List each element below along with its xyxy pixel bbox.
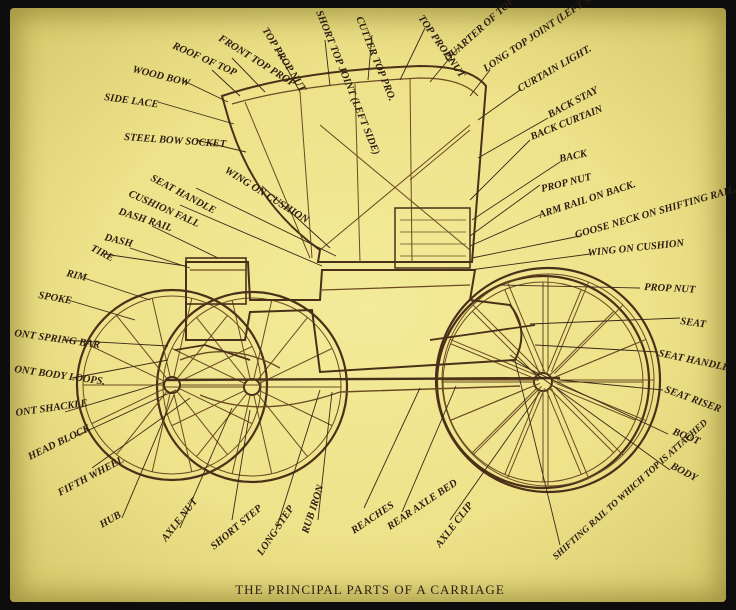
wheel-spoke [171, 347, 245, 384]
label-axle-nut: AXLE NUT [159, 496, 200, 545]
wheel-spoke [91, 345, 165, 382]
label-curtain-light: CURTAIN LIGHT. [516, 44, 593, 95]
label-shifting-rail: SHIFTING RAIL TO WHICH TOP IS ATTACHED [551, 418, 710, 562]
wheel-spoke [171, 390, 245, 427]
label-cutter-top-pro: CUTTER TOP PRO. [353, 15, 397, 103]
wheel-spoke [504, 390, 541, 475]
label-spoke: SPOKE [37, 290, 72, 307]
wheel-spoke [179, 388, 253, 425]
carriage-top [220, 64, 488, 269]
wheel-spoke [179, 345, 253, 382]
wheel-spoke [471, 388, 537, 454]
wheel-spoke [471, 310, 537, 376]
label-short-top-joint: SHORT TOP JOINT (LEFT SIDE) [313, 9, 381, 156]
wheel-spoke [506, 388, 546, 479]
front-large-wheel [75, 288, 269, 482]
label-seat-riser: SEAT RISER [663, 384, 722, 415]
wheel-spoke [556, 382, 647, 422]
label-tire: TIRE [89, 243, 116, 264]
label-steel-bow-socket: STEEL BOW SOCKET [124, 132, 227, 150]
label-side-lace: SIDE LACE [104, 92, 160, 110]
wheel-spoke [151, 298, 171, 377]
label-axle-clip: AXLE CLIP [433, 500, 476, 551]
label-rim: RIM [64, 268, 88, 284]
wheel-spoke [551, 384, 636, 421]
wheel-spoke [177, 315, 228, 379]
wheel-spoke [545, 289, 582, 374]
label-wing-on-cushion: WING ON CUSHION [222, 165, 310, 226]
wheel-spoke [177, 391, 228, 455]
label-seat: SEAT [680, 316, 708, 331]
label-prop-nut: PROP NUT [540, 172, 593, 195]
diagram-caption: THE PRINCIPAL PARTS OF A CARRIAGE [235, 582, 505, 597]
leader-lines [61, 27, 681, 546]
carriage-drawing [75, 64, 662, 494]
wheel-spoke [449, 382, 540, 422]
wheel-spoke [550, 281, 590, 372]
wheel-spoke [253, 300, 273, 379]
wheel-spoke [116, 315, 167, 379]
label-front-spring-bar: ONT SPRING BAR [14, 328, 101, 351]
label-seat-handle-2: SEAT HANDLE [657, 348, 730, 374]
label-back: BACK [557, 148, 589, 165]
rear-right-wheel [434, 266, 662, 494]
part-labels: FRONT TOP PROP TOP PROP NUT SHORT TOP JO… [14, 0, 736, 562]
wheel-spoke [554, 386, 624, 456]
wheel-spoke [472, 386, 542, 456]
wheel-spoke [556, 338, 647, 378]
wheel-spoke [253, 395, 273, 474]
label-head-block: HEAD BLOCK [26, 423, 93, 463]
label-rub-iron: RUB IRON [300, 483, 326, 536]
wheel-spoke [231, 395, 251, 474]
wheel-spoke [549, 310, 615, 376]
label-hub: HUB [97, 510, 123, 531]
wheel-spoke [91, 388, 165, 425]
wheel-spoke [259, 347, 333, 384]
label-front-shackle: ONT SHACKLE [15, 398, 88, 419]
wheel-spoke [196, 317, 247, 381]
label-body: BODY [668, 460, 701, 484]
wheel-spoke [173, 298, 193, 377]
wheel-spoke [550, 388, 590, 479]
label-wing-on-cushion-2: WING ON CUSHION [587, 238, 685, 259]
wheel-spoke [554, 304, 624, 374]
wheel-spoke [259, 390, 333, 427]
carriage-body [164, 257, 561, 408]
wheel-spoke [449, 338, 540, 378]
rear-left-wheel [435, 274, 651, 490]
wheel-spoke [472, 304, 542, 374]
label-short-step: SHORT STEP [209, 503, 265, 552]
wheel-spoke [151, 393, 171, 472]
wheel-spoke [173, 393, 193, 472]
label-reaches: REACHES [349, 500, 397, 537]
label-dash: DASH [102, 232, 134, 250]
label-wood-bow: WOOD BOW [131, 64, 191, 89]
wheel-spoke [549, 388, 615, 454]
label-prop-nut-2: PROP NUT [644, 282, 696, 296]
wheel-spoke [545, 390, 582, 475]
label-front-body-loops: ONT BODY LOOPS. [14, 364, 106, 388]
wheel-spoke [196, 393, 247, 457]
label-fifth-wheel: FIFTH WHEEL [55, 455, 126, 499]
